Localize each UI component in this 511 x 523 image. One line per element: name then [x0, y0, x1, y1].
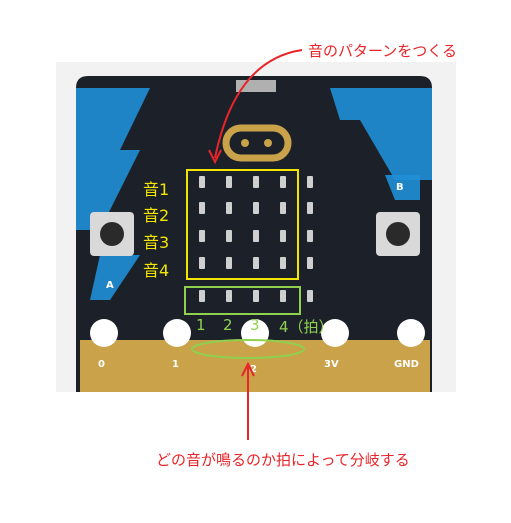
led-r4-c4 [280, 257, 286, 269]
beat-box [184, 286, 301, 315]
pin-hole-0 [90, 319, 118, 347]
pin-labels: 0 1 2 3V GND [98, 359, 419, 375]
top-annotation: 音のパターンをつくる [308, 42, 457, 60]
bottom-annotation: どの音が鳴るのか拍によって分岐する [156, 451, 410, 469]
led-r1-c3 [253, 176, 259, 188]
led-r5-c3 [253, 290, 259, 302]
led-r2-c5 [307, 202, 313, 214]
led-r2-c2 [226, 202, 232, 214]
pin-hole-1 [163, 319, 191, 347]
led-r3-c4 [280, 230, 286, 242]
beat-label-4: 4（拍） [279, 318, 334, 336]
blue-accent-right [330, 88, 432, 180]
usb-connector [236, 80, 276, 92]
beat-label-3: 3 [250, 316, 260, 334]
pin-hole-3v [321, 319, 349, 347]
led-r2-c1 [199, 202, 205, 214]
pin-ellipse [191, 339, 305, 359]
led-r2-c3 [253, 202, 259, 214]
gold-edge-connector [80, 340, 430, 392]
led-r5-c1 [199, 290, 205, 302]
pin-label-gnd: GND [394, 359, 419, 370]
beat-label-2: 2 [223, 316, 233, 334]
led-r3-c5 [307, 230, 313, 242]
led-r1-c5 [307, 176, 313, 188]
logo-touch-pad [222, 124, 292, 162]
led-r5-c4 [280, 290, 286, 302]
led-r4-c2 [226, 257, 232, 269]
pin-label-1: 1 [172, 359, 179, 370]
blue-accent-left [76, 88, 150, 230]
led-r4-c3 [253, 257, 259, 269]
pin-label-3v: 3V [324, 359, 339, 370]
pattern-box [186, 169, 299, 280]
top-arrow-head [208, 149, 222, 165]
led-r1-c4 [280, 176, 286, 188]
led-r1-c2 [226, 176, 232, 188]
row-label-2: 音2 [143, 206, 170, 225]
led-r3-c1 [199, 230, 205, 242]
button-a-label: A [106, 280, 114, 291]
button-b-label: B [396, 182, 404, 193]
top-arrow-line [214, 49, 303, 159]
row-label-4: 音4 [143, 261, 170, 280]
led-r5-c2 [226, 290, 232, 302]
led-r1-c1 [199, 176, 205, 188]
button-b-cap [386, 222, 410, 246]
led-r4-c5 [307, 257, 313, 269]
led-r3-c3 [253, 230, 259, 242]
led-r4-c1 [199, 257, 205, 269]
bottom-arrow-head [241, 361, 255, 377]
pin-label-2: 2 [250, 364, 257, 375]
b-button-accent [385, 175, 420, 200]
row-label-1: 音1 [143, 180, 170, 199]
led-r2-c4 [280, 202, 286, 214]
led-r5-c5 [307, 290, 313, 302]
pin-hole-gnd [397, 319, 425, 347]
beat-label-1: 1 [196, 316, 206, 334]
logo-dot-left [241, 139, 249, 147]
logo-dot-right [264, 139, 272, 147]
led-r3-c2 [226, 230, 232, 242]
button-a-cap [100, 222, 124, 246]
pin-label-0: 0 [98, 359, 105, 370]
row-label-3: 音3 [143, 233, 170, 252]
led-matrix [199, 176, 313, 302]
a-button-accent [90, 255, 140, 300]
